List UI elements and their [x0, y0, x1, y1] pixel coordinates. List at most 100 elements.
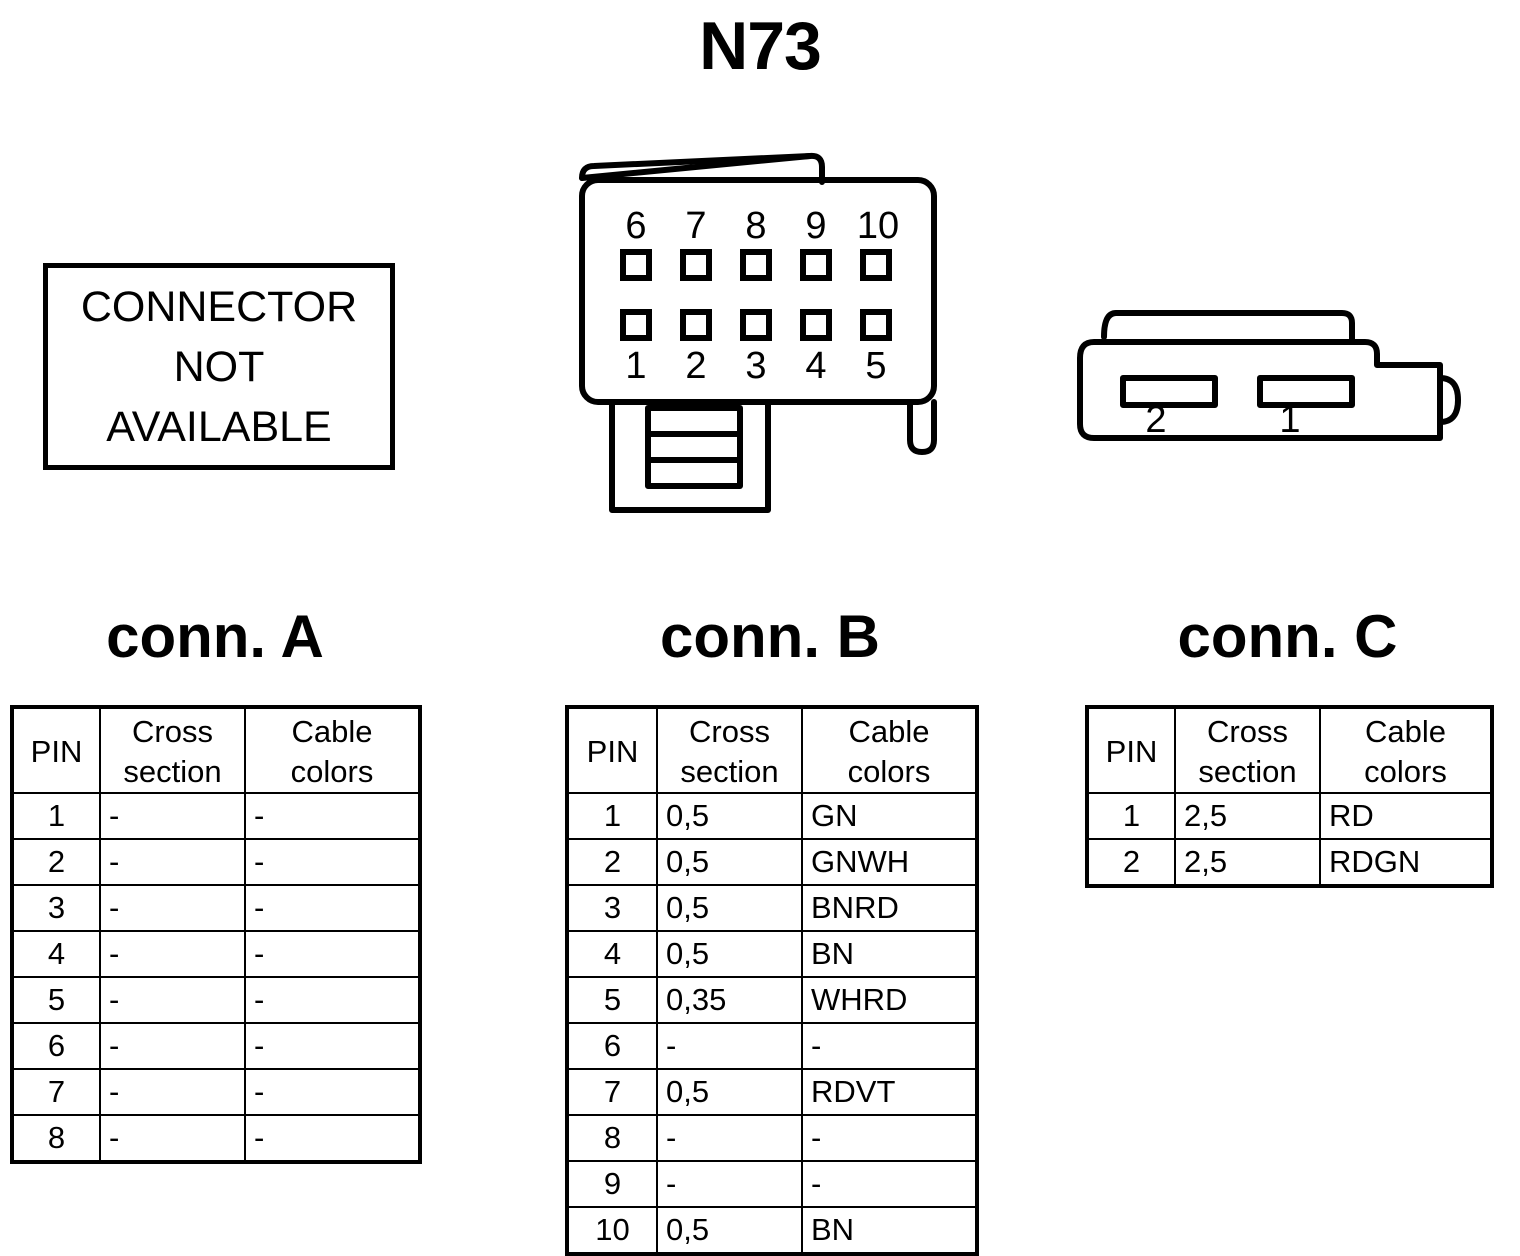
table-row: 8-- — [566, 1114, 978, 1162]
cell-cable-colors: - — [801, 1022, 978, 1070]
cell-cable-colors: RDGN — [1319, 838, 1493, 887]
cell-pin: 4 — [11, 930, 101, 978]
header-cross-label: Cross — [132, 713, 213, 749]
cell-cross-section: 0,5 — [656, 1206, 803, 1255]
notice-line-1: CONNECTOR — [80, 282, 358, 331]
cell-cross-section: - — [99, 1022, 246, 1070]
cell-cross-section: - — [656, 1022, 803, 1070]
cell-cable-colors: - — [244, 1022, 421, 1070]
cell-cable-colors: - — [244, 930, 421, 978]
cell-pin: 4 — [566, 930, 658, 978]
connector-c-heading: conn. C — [1177, 603, 1398, 670]
cell-pin: 7 — [11, 1068, 101, 1116]
cell-cross-section: 2,5 — [1174, 792, 1321, 840]
page-title: N73 — [699, 8, 822, 84]
cell-pin: 9 — [566, 1160, 658, 1208]
cell-cross-section: - — [99, 1068, 246, 1116]
header-cross-label: Cross — [689, 713, 770, 749]
notice-line-2: NOT — [173, 342, 265, 391]
cell-cable-colors: - — [801, 1114, 978, 1162]
cell-cross-section: - — [99, 838, 246, 886]
pin-slot-1 — [1257, 375, 1355, 408]
cell-cross-section: 0,5 — [656, 1068, 803, 1116]
cell-cable-colors: WHRD — [801, 976, 978, 1024]
pin-square-9 — [800, 249, 832, 281]
header-pin: PIN — [566, 706, 658, 794]
header-colors-label: colors — [290, 753, 374, 789]
header-colors-label: colors — [847, 753, 931, 789]
header-cable-label: Cable — [291, 713, 373, 749]
header-cross-section: Cross section — [656, 706, 803, 794]
pin-slot-2 — [1120, 375, 1218, 408]
cell-cable-colors: - — [801, 1160, 978, 1208]
cell-cable-colors: GN — [801, 792, 978, 840]
pin-label-9: 9 — [805, 205, 826, 247]
header-section-label: section — [680, 753, 779, 789]
notice-line-3: AVAILABLE — [106, 402, 332, 451]
cell-pin: 6 — [566, 1022, 658, 1070]
header-section-label: section — [1198, 753, 1297, 789]
header-pin-label: PIN — [1105, 733, 1158, 769]
pin-square-2 — [680, 309, 712, 341]
pin-label-2: 2 — [685, 345, 706, 387]
cell-pin: 8 — [566, 1114, 658, 1162]
cell-cross-section: 2,5 — [1174, 838, 1321, 887]
cell-pin: 5 — [566, 976, 658, 1024]
cell-cross-section: 0,5 — [656, 792, 803, 840]
cell-pin: 2 — [1086, 838, 1176, 887]
pin-label-7: 7 — [685, 205, 706, 247]
table-row: 4-- — [11, 930, 421, 978]
connector-b-diagram: 6 7 8 9 10 1 2 3 4 5 — [579, 152, 937, 513]
header-section-label: section — [123, 753, 222, 789]
cell-pin: 6 — [11, 1022, 101, 1070]
header-cross-section: Cross section — [99, 706, 246, 794]
pin-label-4: 4 — [805, 345, 826, 387]
table-row: 1-- — [11, 792, 421, 840]
pin-label-6: 6 — [625, 205, 646, 247]
pin-square-5 — [860, 309, 892, 341]
table-row: 6-- — [566, 1022, 978, 1070]
cell-pin: 1 — [566, 792, 658, 840]
pin-square-3 — [740, 309, 772, 341]
pin-label-1: 1 — [1279, 399, 1300, 441]
cell-cross-section: - — [656, 1160, 803, 1208]
pin-label-5: 5 — [865, 345, 886, 387]
cell-pin: 1 — [1086, 792, 1176, 840]
header-cable-colors: Cable colors — [244, 706, 421, 794]
header-pin: PIN — [1086, 706, 1176, 794]
cell-cross-section: - — [99, 1114, 246, 1163]
cell-cable-colors: RD — [1319, 792, 1493, 840]
cell-cross-section: 0,5 — [656, 930, 803, 978]
cell-pin: 1 — [11, 792, 101, 840]
cell-pin: 3 — [11, 884, 101, 932]
cell-cross-section: - — [99, 792, 246, 840]
table-row: 3-- — [11, 884, 421, 932]
cell-cable-colors: - — [244, 884, 421, 932]
cell-cable-colors: - — [244, 976, 421, 1024]
header-colors-label: colors — [1364, 753, 1447, 789]
table-row: 7-- — [11, 1068, 421, 1116]
connector-a-unavailable-box: CONNECTOR NOT AVAILABLE — [43, 263, 395, 470]
cell-cable-colors: GNWH — [801, 838, 978, 886]
pin-square-6 — [620, 249, 652, 281]
cell-cable-colors: - — [244, 792, 421, 840]
pin-square-4 — [800, 309, 832, 341]
table-row: 5-- — [11, 976, 421, 1024]
cell-pin: 10 — [566, 1206, 658, 1255]
cell-cross-section: - — [99, 884, 246, 932]
cell-cable-colors: BNRD — [801, 884, 978, 932]
